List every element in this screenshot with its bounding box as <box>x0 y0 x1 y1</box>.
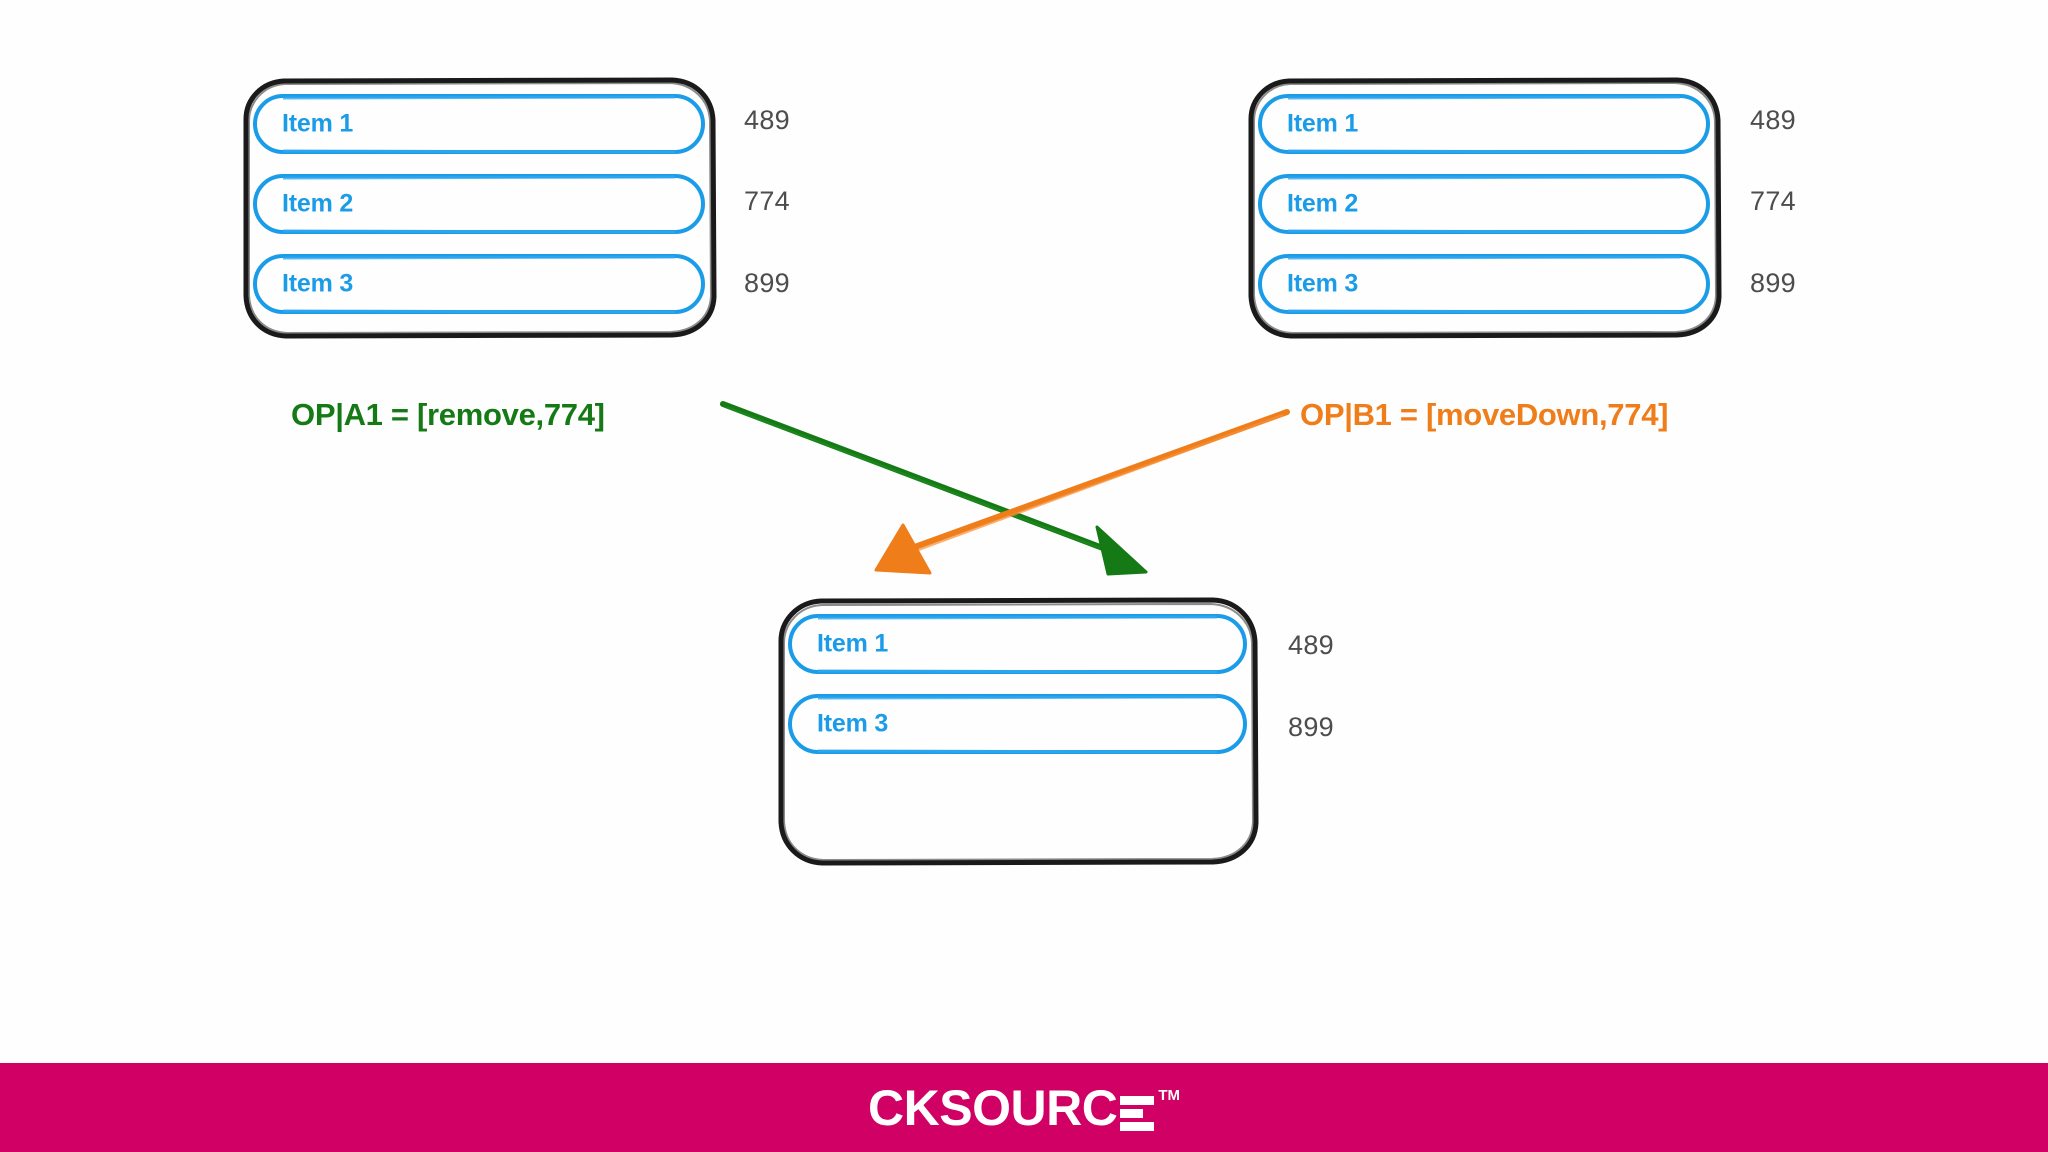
list-item[interactable]: Item 3 <box>787 693 1248 755</box>
trademark-symbol: TM <box>1158 1086 1180 1104</box>
list-item-value: 489 <box>1750 105 1796 135</box>
list-item-value: 489 <box>1288 630 1334 660</box>
list-item-label: Item 2 <box>282 189 354 218</box>
list-item-label: Item 1 <box>817 629 889 658</box>
list-item-value: 489 <box>744 105 790 135</box>
list-item[interactable]: Item 2 <box>252 173 706 235</box>
operation-a-label: OP|A1 = [remove,774] <box>291 397 605 432</box>
list-item[interactable]: Item 1 <box>787 613 1248 675</box>
list-item-label: Item 1 <box>1287 109 1359 138</box>
client-a-list-box: Item 1 Item 2 Item 3 <box>240 75 718 340</box>
list-item-value: 899 <box>1750 268 1796 298</box>
list-item-value: 774 <box>1750 186 1796 216</box>
list-item-label: Item 1 <box>282 109 354 138</box>
client-a-values: 489 774 899 <box>744 75 864 340</box>
arrow-op-a <box>720 401 1148 576</box>
list-item-value: 774 <box>744 186 790 216</box>
list-item-label: Item 2 <box>1287 189 1359 218</box>
list-item-value: 899 <box>1288 712 1334 742</box>
client-b-values: 489 774 899 <box>1750 75 1870 340</box>
list-item[interactable]: Item 1 <box>1257 93 1711 155</box>
operation-b-label: OP|B1 = [moveDown,774] <box>1300 397 1669 432</box>
result-items: Item 1 Item 3 <box>787 613 1248 773</box>
list-item-label: Item 3 <box>282 269 354 298</box>
list-item[interactable]: Item 3 <box>252 253 706 315</box>
stylized-e-icon <box>1120 1080 1155 1136</box>
client-b-list-box: Item 1 Item 2 Item 3 <box>1245 75 1723 340</box>
footer-band: CKSOURC TM <box>0 1063 2048 1152</box>
arrow-op-b <box>874 409 1290 575</box>
client-a-items: Item 1 Item 2 Item 3 <box>252 93 706 333</box>
result-list-box: Item 1 Item 3 <box>775 595 1260 867</box>
list-item[interactable]: Item 1 <box>252 93 706 155</box>
result-values: 489 899 <box>1288 595 1408 867</box>
cksource-logo: CKSOURC TM <box>868 1080 1180 1136</box>
list-item[interactable]: Item 2 <box>1257 173 1711 235</box>
list-item[interactable]: Item 3 <box>1257 253 1711 315</box>
client-b-items: Item 1 Item 2 Item 3 <box>1257 93 1711 333</box>
list-item-label: Item 3 <box>817 709 889 738</box>
cksource-wordmark: CKSOURC <box>868 1079 1118 1136</box>
list-item-value: 899 <box>744 268 790 298</box>
list-item-label: Item 3 <box>1287 269 1359 298</box>
